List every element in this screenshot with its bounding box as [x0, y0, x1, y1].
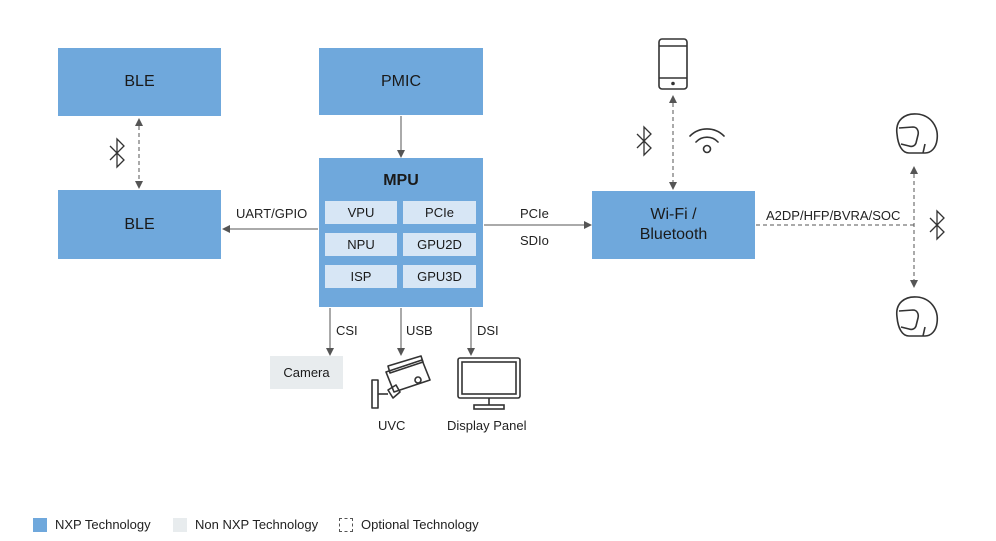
- bluetooth-icon: [636, 125, 652, 157]
- mpu-core-label: VPU: [347, 205, 375, 220]
- bluetooth-label: Bluetooth: [639, 226, 708, 243]
- camera-block: Camera: [270, 356, 343, 389]
- monitor-icon: [457, 357, 521, 410]
- mpu-core-label: GPU2D: [417, 237, 462, 252]
- legend-optional-label: Optional Technology: [361, 517, 479, 532]
- pcie-link-label: PCIe: [520, 206, 549, 221]
- mpu-core-label: ISP: [350, 269, 372, 284]
- wifi-bluetooth-block: Wi-Fi / Bluetooth: [592, 191, 755, 259]
- legend-nxp: NXP Technology: [33, 517, 151, 532]
- pmic-label: PMIC: [381, 72, 421, 90]
- display-panel-label: Display Panel: [447, 418, 527, 433]
- a2dp-link-label: A2DP/HFP/BVRA/SOC: [766, 208, 901, 223]
- mpu-core-pcie: PCIe: [403, 201, 476, 224]
- uart-gpio-label: UART/GPIO: [236, 206, 308, 221]
- ble-top-label: BLE: [124, 73, 155, 90]
- legend-non-nxp-label: Non NXP Technology: [195, 517, 319, 532]
- smartphone-icon: [658, 38, 688, 90]
- legend-non-nxp-swatch: [173, 517, 187, 532]
- legend-nxp-label: NXP Technology: [55, 517, 151, 532]
- legend-optional-swatch: [339, 517, 353, 532]
- mpu-core-label: GPU3D: [417, 269, 462, 284]
- mpu-core-label: NPU: [347, 237, 375, 252]
- bluetooth-icon: [929, 209, 945, 241]
- ble-top-block: BLE: [58, 48, 221, 116]
- pmic-block: PMIC: [319, 48, 483, 115]
- mpu-core-gpu2d: GPU2D: [403, 233, 476, 256]
- security-camera-icon: [371, 355, 431, 409]
- csi-link-label: CSI: [336, 323, 358, 338]
- ble-bottom-label: BLE: [124, 215, 155, 233]
- helmet-icon: [895, 113, 939, 154]
- legend-nxp-swatch: [33, 517, 47, 532]
- helmet-icon: [895, 296, 939, 337]
- sdio-link-label: SDIo: [520, 233, 549, 248]
- uvc-label: UVC: [378, 418, 406, 433]
- legend-optional: Optional Technology: [339, 517, 479, 532]
- ble-bottom-block: BLE: [58, 190, 221, 259]
- camera-label: Camera: [283, 365, 330, 380]
- mpu-core-npu: NPU: [325, 233, 397, 256]
- mpu-core-gpu3d: GPU3D: [403, 265, 476, 288]
- mpu-core-vpu: VPU: [325, 201, 397, 224]
- mpu-core-label: PCIe: [425, 205, 454, 220]
- legend-non-nxp: Non NXP Technology: [173, 517, 318, 532]
- usb-link-label: USB: [406, 323, 433, 338]
- wifi-label: Wi-Fi /: [650, 206, 697, 223]
- bluetooth-icon: [109, 137, 125, 169]
- mpu-title: MPU: [383, 172, 419, 189]
- dsi-link-label: DSI: [477, 323, 499, 338]
- mpu-core-isp: ISP: [325, 265, 397, 288]
- wifi-icon: [689, 128, 725, 154]
